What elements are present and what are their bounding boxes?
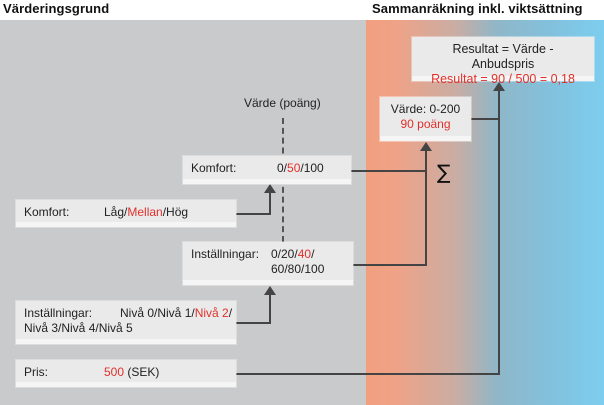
option-text: /Hög (162, 205, 189, 219)
settings-level-box: Inställningar: Nivå 0/Nivå 1/Nivå 2/ Niv… (16, 301, 236, 344)
price-box: Pris: 500 (SEK) (16, 360, 236, 387)
komfort-level-options: Låg/Mellan/Hög (104, 205, 188, 220)
value-axis-label: Värde (poäng) (244, 96, 321, 110)
option-text: Nivå 0/Nivå 1/ (120, 306, 195, 320)
settings-level-label: Inställningar: (24, 306, 93, 320)
price-unit: (SEK) (124, 365, 160, 379)
arrow-up-icon (264, 286, 276, 295)
option-text: /100 (300, 161, 324, 175)
connector-komfort-score-h (351, 170, 427, 172)
connector-settings-score-h (353, 264, 427, 266)
komfort-score-options: 0/50/100 (277, 161, 324, 176)
heading-summation: Sammanräkning inkl. viktsättning (372, 1, 583, 16)
value-score: 90 poäng (400, 117, 451, 131)
sigma-icon: ∑ (437, 160, 451, 184)
selected-option: 50 (287, 161, 301, 175)
selected-option: Nivå 2 (194, 306, 229, 320)
selected-option: 40 (297, 247, 312, 261)
selected-option: Mellan (127, 205, 163, 219)
option-text: 60/80/100 (271, 262, 325, 276)
connector-komfort-v (269, 192, 271, 215)
value-box: Värde: 0-200 90 poäng (380, 97, 471, 141)
connector-komfort-h (236, 213, 271, 215)
result-calculation: Resultat = 90 / 500 = 0,18 (431, 72, 575, 86)
komfort-score-box: Komfort: 0/50/100 (183, 156, 351, 184)
option-text: / (311, 247, 315, 261)
heading-valuation-basis: Värderingsgrund (3, 1, 110, 16)
option-text: 0/ (277, 161, 288, 175)
option-text: Låg/ (104, 205, 128, 219)
connector-sum-v (425, 150, 427, 266)
summation-panel (366, 20, 604, 405)
settings-score-label: Inställningar: (191, 247, 260, 261)
result-formula: Resultat = Värde - Anbudspris (452, 42, 554, 71)
connector-settings-h (236, 322, 271, 324)
arrow-up-icon (264, 184, 276, 193)
connector-price-h (236, 373, 500, 375)
settings-level-options-line2: Nivå 3/Nivå 4/Nivå 5 (24, 321, 133, 335)
connector-settings-v (269, 294, 271, 324)
price-label: Pris: (24, 365, 48, 379)
settings-level-options: Nivå 0/Nivå 1/Nivå 2/ (120, 306, 232, 321)
komfort-level-box: Komfort: Låg/Mellan/Hög (16, 200, 236, 227)
option-text: 0/20/ (271, 247, 298, 261)
arrow-up-icon (493, 82, 505, 91)
price-amount: 500 (104, 365, 125, 379)
price-value: 500 (SEK) (104, 365, 159, 380)
value-range: Värde: 0-200 (390, 102, 461, 116)
connector-value-h (471, 118, 500, 120)
arrow-up-icon (420, 142, 432, 151)
option-text: / (228, 306, 233, 320)
komfort-level-label: Komfort: (24, 205, 70, 219)
connector-result-v (498, 90, 500, 375)
komfort-score-label: Komfort: (191, 161, 237, 175)
result-box: Resultat = Värde - Anbudspris Resultat =… (412, 37, 594, 86)
settings-score-box: Inställningar: 0/20/40/60/80/100 (183, 242, 353, 285)
settings-score-options: 0/20/40/60/80/100 (271, 247, 324, 277)
